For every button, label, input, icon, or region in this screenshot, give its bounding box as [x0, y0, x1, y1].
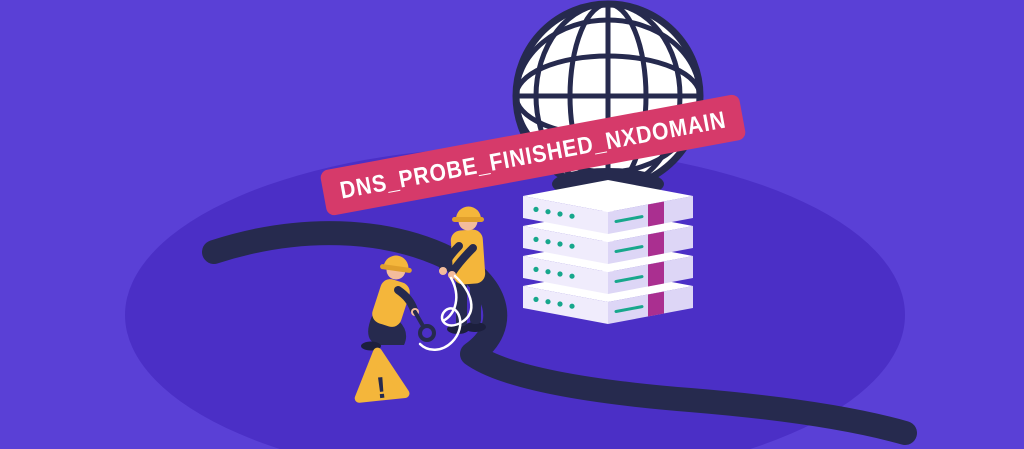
shoe: [464, 322, 486, 332]
led-dot: [545, 299, 551, 305]
led-bar: [614, 305, 644, 313]
led-dot: [533, 206, 539, 212]
warning-triangle-shape: [354, 347, 410, 403]
server-rack: [523, 180, 693, 324]
led-dot: [569, 213, 575, 219]
server-left-face: [523, 256, 608, 294]
led-dot: [545, 239, 551, 245]
server-stripe: [648, 291, 664, 317]
led-dot: [533, 296, 539, 302]
magnifier-lens: [418, 324, 436, 342]
warning-triangle-icon: !: [354, 347, 410, 405]
led-dot: [533, 266, 539, 272]
server-top-face: [523, 180, 693, 212]
led-dot: [557, 241, 563, 247]
led-dot: [557, 211, 563, 217]
technician-kneeling: [361, 255, 436, 351]
patch-wire: [441, 276, 458, 323]
patch-wire: [418, 274, 473, 351]
led-dot: [545, 209, 551, 215]
leg: [470, 274, 481, 324]
hard-hat-brim: [380, 264, 412, 273]
hand: [439, 267, 447, 275]
led-dot: [533, 236, 539, 242]
led-dot: [569, 243, 575, 249]
server-unit: [523, 180, 693, 234]
hand: [448, 271, 456, 279]
server-stripe: [648, 261, 664, 287]
server-left-face: [523, 196, 608, 234]
server-left-face: [523, 286, 608, 324]
network-cable: [202, 221, 917, 445]
server-stripe: [648, 201, 664, 227]
led-bar: [614, 275, 644, 283]
led-dot: [557, 301, 563, 307]
led-dot: [569, 273, 575, 279]
magnifier-icon: [413, 310, 436, 342]
hard-hat: [456, 206, 481, 219]
server-stripe: [648, 231, 664, 257]
hard-hat-brim: [452, 217, 484, 222]
led-dot: [557, 271, 563, 277]
magnifier-handle: [413, 310, 425, 328]
warning-exclamation: !: [375, 371, 388, 405]
arm: [394, 286, 418, 314]
error-banner-ribbon: [320, 94, 746, 216]
led-bar: [614, 245, 644, 253]
led-dot: [569, 303, 575, 309]
led-bar: [614, 215, 644, 223]
signal-wires: [418, 274, 473, 351]
led-dot: [545, 269, 551, 275]
server-left-face: [523, 226, 608, 264]
arm: [448, 244, 477, 277]
